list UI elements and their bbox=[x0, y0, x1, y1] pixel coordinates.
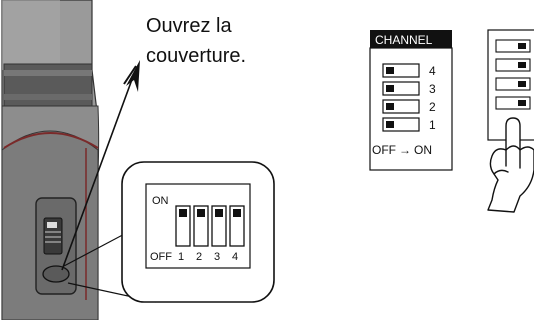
off-label: OFF bbox=[150, 251, 172, 263]
arrow-pointer-icon bbox=[61, 60, 140, 271]
channel-footer-on: ON bbox=[414, 143, 432, 157]
switch-number-4: 4 bbox=[232, 251, 238, 263]
channel-panel: CHANNEL 4 3 2 1 OFF → ON bbox=[369, 30, 453, 171]
dip-switch-2 bbox=[193, 205, 209, 247]
dip-switch-window bbox=[42, 265, 70, 283]
svg-text:2: 2 bbox=[429, 100, 436, 114]
switch-number-3: 3 bbox=[214, 251, 220, 263]
channel-header bbox=[370, 30, 452, 48]
svg-text:1: 1 bbox=[429, 118, 436, 132]
channel-row-1: 1 bbox=[382, 117, 436, 132]
pointing-hand-icon bbox=[487, 117, 534, 213]
channel-row-2: 2 bbox=[382, 99, 436, 114]
on-label: ON bbox=[152, 195, 169, 207]
zoom-panel: ON OFF 1 2 3 4 bbox=[63, 161, 275, 303]
dip-switch-3 bbox=[211, 205, 227, 247]
dip-switch-4 bbox=[229, 205, 245, 247]
switch-number-2: 2 bbox=[196, 251, 202, 263]
svg-text:4: 4 bbox=[429, 64, 436, 78]
channel-row-4: 4 bbox=[382, 63, 436, 78]
switch-number-1: 1 bbox=[178, 251, 184, 263]
device-body bbox=[1, 0, 100, 320]
dip-switch-1 bbox=[175, 205, 191, 247]
channel-footer-arrow: → bbox=[399, 143, 411, 157]
callout-line-1: Ouvrez la bbox=[146, 15, 232, 37]
channel-row-3: 3 bbox=[382, 81, 436, 96]
svg-text:3: 3 bbox=[429, 82, 436, 96]
callout-line-2: couverture. bbox=[146, 45, 246, 67]
channel-title: CHANNEL bbox=[375, 33, 433, 47]
switch-panel-right bbox=[487, 29, 534, 141]
channel-footer-off: OFF bbox=[372, 143, 396, 157]
